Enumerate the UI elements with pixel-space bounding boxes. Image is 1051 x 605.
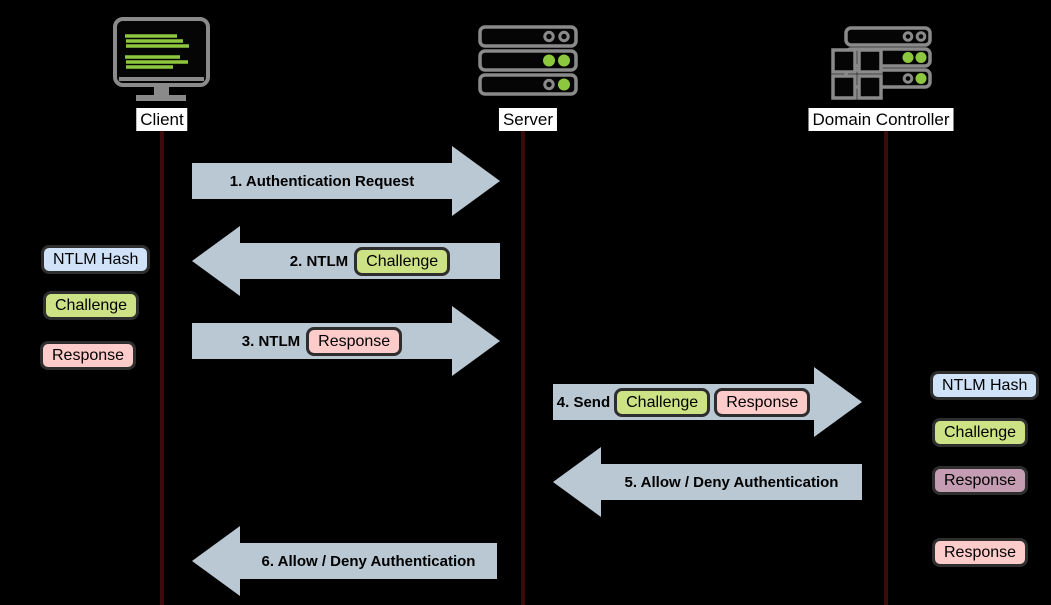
client-response-token: Response [40,341,137,370]
actor-label-server: Server [498,108,558,131]
arrowhead-right-icon [452,306,500,376]
server-icon [478,25,578,96]
message-2-arrow: 2. NTLM Challenge [240,243,500,279]
arrowhead-left-icon [192,526,240,596]
lifeline-client [160,131,164,605]
dc-ntlm-hash-token: NTLM Hash [930,371,1040,400]
message-6-label: 6. Allow / Deny Authentication [261,552,476,570]
client-challenge-token: Challenge [43,291,140,320]
challenge-token: Challenge [354,246,451,276]
message-3-arrow: 3. NTLM Response [192,323,452,359]
dc-response-computed-token: Response [932,466,1029,495]
message-2-label: 2. NTLM [289,252,349,270]
response-token: Response [306,326,403,356]
message-1-arrow: 1. Authentication Request [192,163,452,199]
lifeline-domain-controller [884,131,888,605]
message-4-label: 4. Send [556,393,611,411]
arrowhead-right-icon [452,146,500,216]
arrowhead-left-icon [553,447,601,517]
monitor-icon [113,17,210,101]
domain-controller-icon [831,26,932,100]
dc-response-received-token: Response [932,538,1029,567]
message-5-arrow: 5. Allow / Deny Authentication [601,464,862,500]
windows-grid-icon [831,48,883,100]
actor-label-client: Client [136,108,188,131]
actor-label-domain-controller: Domain Controller [808,108,954,131]
client-ntlm-hash-token: NTLM Hash [41,245,151,274]
arrowhead-left-icon [192,226,240,296]
message-3-label: 3. NTLM [241,332,301,350]
message-6-arrow: 6. Allow / Deny Authentication [240,543,497,579]
message-4-arrow: 4. Send Challenge Response [553,384,814,420]
message-5-label: 5. Allow / Deny Authentication [624,473,839,491]
dc-challenge-token: Challenge [932,418,1029,447]
response-token: Response [714,387,811,417]
arrowhead-right-icon [814,367,862,437]
lifeline-server [521,131,525,605]
challenge-token: Challenge [614,387,711,417]
message-1-label: 1. Authentication Request [229,172,415,190]
